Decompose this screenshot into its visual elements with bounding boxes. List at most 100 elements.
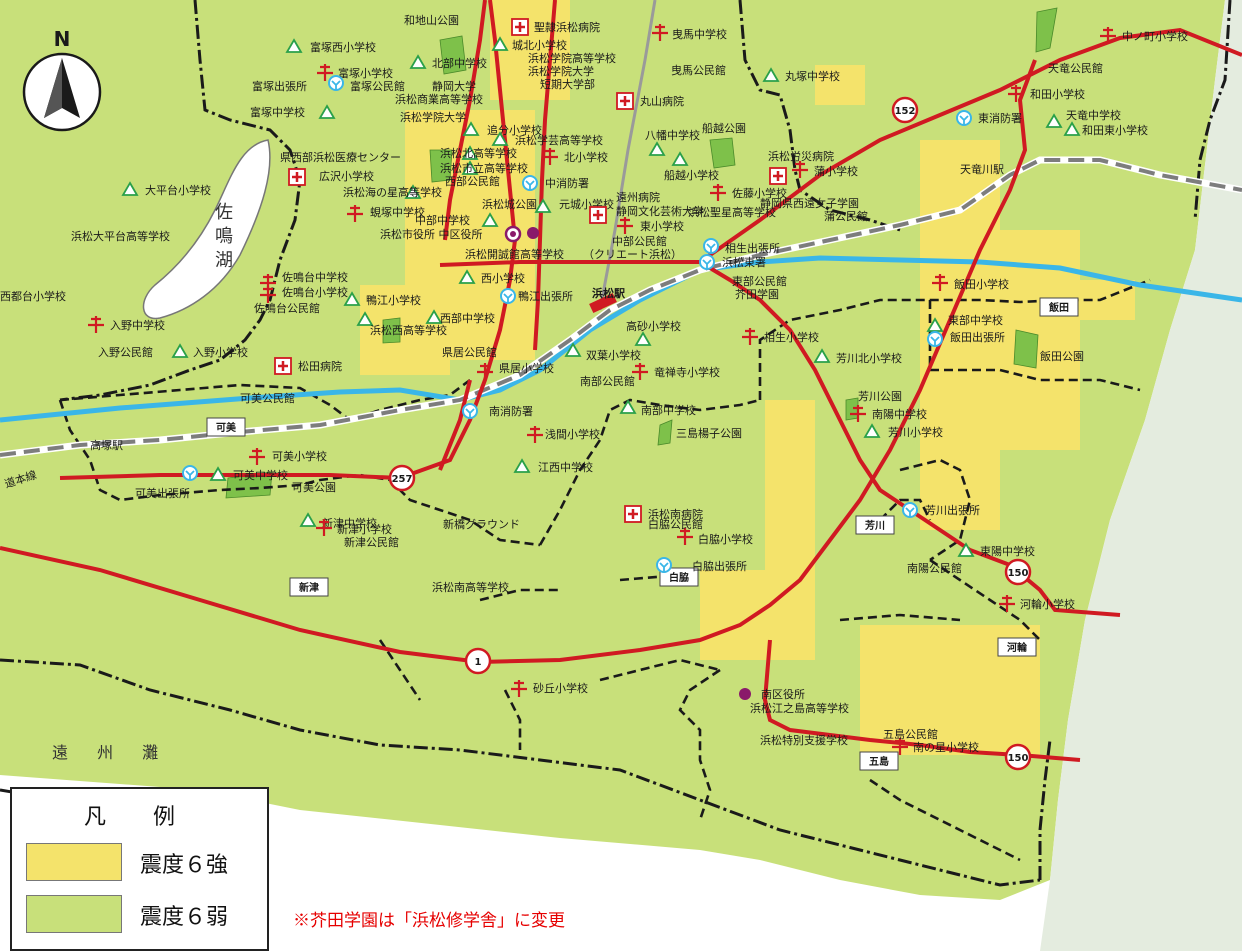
svg-text:152: 152 [895,106,916,117]
svg-text:南消防署: 南消防署 [489,404,533,418]
svg-text:中部中学校: 中部中学校 [415,213,470,227]
svg-text:浜松海の星高等学校: 浜松海の星高等学校 [343,185,442,199]
svg-text:白脇公民館: 白脇公民館 [648,517,703,531]
svg-text:浜松商業高等学校: 浜松商業高等学校 [395,92,483,106]
svg-text:芳川小学校: 芳川小学校 [888,425,943,439]
svg-text:鴨江出張所: 鴨江出張所 [518,289,573,303]
svg-text:城北小学校: 城北小学校 [512,38,567,52]
svg-text:砂丘小学校: 砂丘小学校 [533,681,588,695]
svg-text:江西中学校: 江西中学校 [538,460,593,474]
route-shield-150-east: 150 [1004,558,1032,586]
svg-text:南部中学校: 南部中学校 [641,403,696,417]
svg-text:（クリエート浜松）: （クリエート浜松） [583,247,682,261]
svg-text:高砂小学校: 高砂小学校 [626,319,681,333]
svg-text:浜松北高等学校: 浜松北高等学校 [440,146,517,160]
railway-dash [0,158,1242,457]
svg-text:佐鳴台公民館: 佐鳴台公民館 [254,301,320,315]
hospital-markers: 聖隷浜松病院 丸山病院 県西部浜松医療センター 浜松労災病院 松田病院 浜松南病… [273,17,834,524]
svg-text:南区役所: 南区役所 [761,687,805,701]
svg-text:和田小学校: 和田小学校 [1030,87,1085,101]
svg-text:鳴: 鳴 [215,226,233,247]
svg-text:三島楊子公園: 三島楊子公園 [676,426,742,440]
svg-text:飯田小学校: 飯田小学校 [954,277,1009,291]
svg-text:浜松大平台高等学校: 浜松大平台高等学校 [71,229,170,243]
legend-swatch-shindo6-weak [26,895,122,933]
svg-text:蒲小学校: 蒲小学校 [814,164,858,178]
svg-text:静岡文化芸術大学: 静岡文化芸術大学 [616,204,704,218]
svg-text:河輪: 河輪 [1007,641,1028,654]
svg-text:短期大学部: 短期大学部 [540,77,595,91]
svg-text:相生出張所: 相生出張所 [725,241,780,255]
svg-text:飯田出張所: 飯田出張所 [950,330,1005,344]
svg-text:天竜公民館: 天竜公民館 [1048,61,1103,75]
svg-text:富塚中学校: 富塚中学校 [250,105,305,119]
svg-text:入野小学校: 入野小学校 [193,345,248,359]
svg-text:浜松学院大学: 浜松学院大学 [528,64,594,78]
district-shirowaki: 白脇 [659,567,699,587]
svg-text:丸塚中学校: 丸塚中学校 [785,69,840,83]
svg-text:芥田学園: 芥田学園 [735,287,779,301]
route-shield-1: 1 [464,647,492,675]
svg-text:入野中学校: 入野中学校 [110,318,165,332]
svg-text:西部中学校: 西部中学校 [440,311,495,325]
route-shield-150-south: 150 [1004,743,1032,771]
svg-text:相生小学校: 相生小学校 [764,330,819,344]
district-iida: 飯田 [1039,297,1079,317]
svg-text:北部中学校: 北部中学校 [432,56,487,70]
svg-text:河輪小学校: 河輪小学校 [1020,597,1075,611]
svg-text:白脇: 白脇 [669,571,689,584]
svg-text:遠州病院: 遠州病院 [616,190,660,204]
svg-text:蜆塚中学校: 蜆塚中学校 [370,205,425,219]
svg-text:新津: 新津 [299,581,319,594]
footnote: ※芥田学園は「浜松修学舎」に変更 [293,911,565,931]
svg-text:入野公民館: 入野公民館 [98,345,153,359]
svg-text:N: N [54,27,71,51]
svg-text:南部公民館: 南部公民館 [580,374,635,388]
svg-text:東陽中学校: 東陽中学校 [980,544,1035,558]
river-line [0,255,1242,423]
svg-text:新橋グラウンド: 新橋グラウンド [443,517,520,531]
svg-text:西都台小学校: 西都台小学校 [0,289,66,303]
svg-text:鴨江小学校: 鴨江小学校 [366,293,421,307]
svg-text:東小学校: 東小学校 [640,219,684,233]
svg-text:佐鳴台中学校: 佐鳴台中学校 [282,270,348,284]
route-shield-257: 257 [388,464,416,492]
svg-text:可美公民館: 可美公民館 [240,391,295,405]
svg-text:芳川出張所: 芳川出張所 [925,503,980,517]
svg-text:西小学校: 西小学校 [481,271,525,285]
facility-markers: 和地山公園 静岡大学 富塚出張所 富塚公民館 広沢小学校 西部公民館 浜松城公園… [98,14,1103,741]
district-kami: 可美 [206,417,246,437]
svg-text:新津小学校: 新津小学校 [337,522,392,536]
svg-text:五島公民館: 五島公民館 [883,727,938,741]
svg-text:芳川: 芳川 [865,519,885,532]
svg-text:浜松特別支援学校: 浜松特別支援学校 [760,733,848,747]
svg-text:浜松駅: 浜松駅 [592,286,625,300]
svg-text:広沢小学校: 広沢小学校 [319,169,374,183]
svg-text:南陽公民館: 南陽公民館 [907,561,962,575]
svg-text:150: 150 [1008,568,1029,579]
svg-text:浜松市役所 中区役所: 浜松市役所 中区役所 [380,227,483,241]
svg-text:和田東小学校: 和田東小学校 [1082,123,1148,137]
svg-text:東消防署: 東消防署 [978,111,1022,125]
svg-text:新津中学校: 新津中学校 [322,516,377,530]
svg-text:中消防署: 中消防署 [545,176,589,190]
district-hokawa: 芳川 [855,515,895,535]
main-roads [0,0,1242,762]
svg-text:県西部浜松医療センター: 県西部浜松医療センター [280,150,401,164]
svg-text:東部中学校: 東部中学校 [948,313,1003,327]
district-goshima: 五島 [859,751,899,771]
svg-text:白脇小学校: 白脇小学校 [698,532,753,546]
svg-text:東部公民館: 東部公民館 [732,274,787,288]
north-arrow-icon: N [22,27,102,132]
svg-text:可美: 可美 [216,421,237,434]
svg-text:高塚駅: 高塚駅 [90,438,123,452]
svg-text:静岡県西遠女子学園: 静岡県西遠女子学園 [760,196,859,210]
svg-text:浜松南病院: 浜松南病院 [648,507,703,521]
svg-text:浜松学院高等学校: 浜松学院高等学校 [528,51,616,65]
sea-label: 遠 州 灘 [52,743,170,762]
lake-label: 佐 鳴 湖 [215,202,233,271]
district-labels: 可美 新津 白脇 芳川 飯田 五島 河輪 [206,297,1079,771]
svg-text:芳川北小学校: 芳川北小学校 [836,351,902,365]
svg-text:西部公民館: 西部公民館 [445,174,500,188]
